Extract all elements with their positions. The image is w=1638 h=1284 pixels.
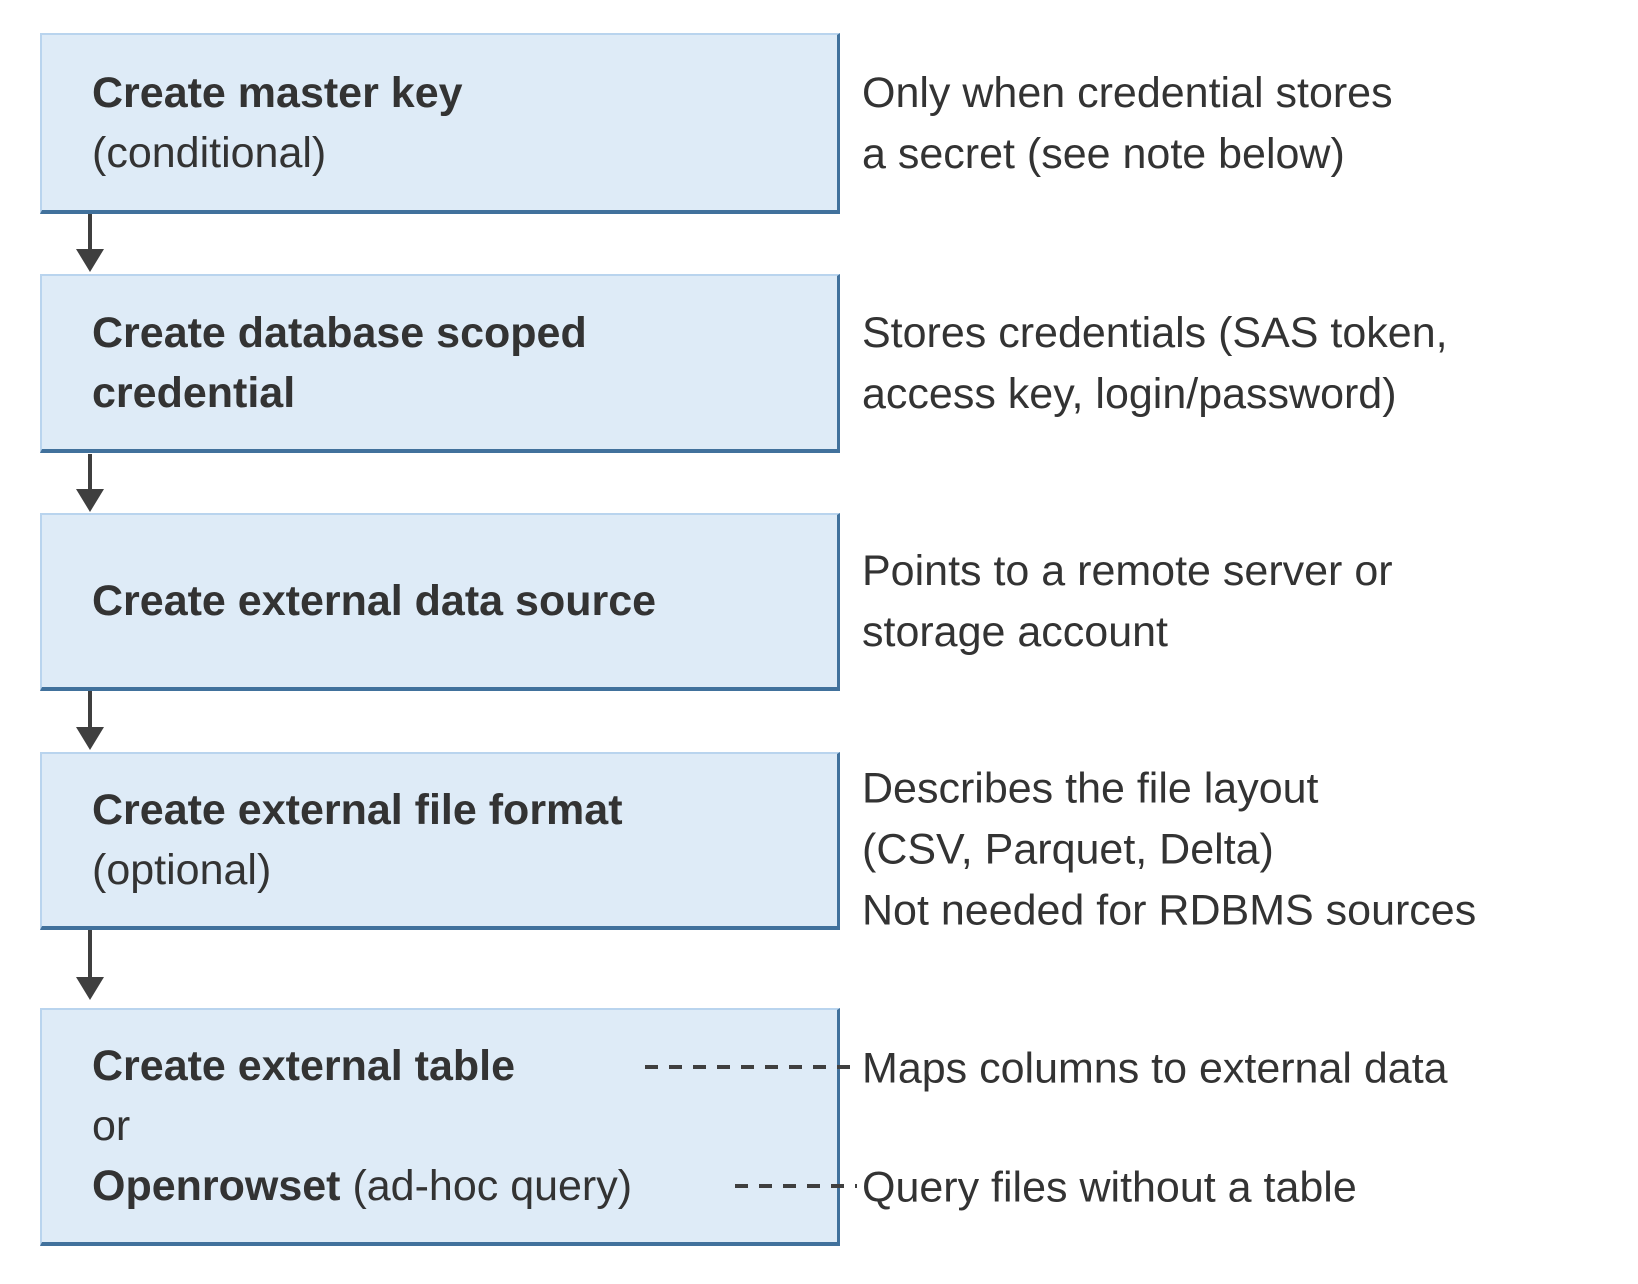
annotation-line: storage account xyxy=(862,608,1168,656)
annotation-line: Describes the file layout xyxy=(862,764,1319,813)
annotation-master-key: Only when credential stores a secret (se… xyxy=(862,63,1393,185)
step-option-2-qualifier: (ad-hoc query) xyxy=(340,1162,633,1210)
flow-arrow-stem xyxy=(88,930,92,978)
step-box-create-master-key: Create master key (conditional) xyxy=(40,33,840,214)
annotation-line: access key, login/password) xyxy=(862,370,1397,418)
step-qualifier: (optional) xyxy=(92,846,272,894)
annotation-line: Points to a remote server or xyxy=(862,547,1393,595)
step-title: Create database scoped xyxy=(92,308,587,357)
step-connector-word: or xyxy=(92,1102,131,1150)
annotation-line: a secret (see note below) xyxy=(862,130,1345,178)
step-box-create-external-data-source: Create external data source xyxy=(40,513,840,691)
annotation-line: (CSV, Parquet, Delta) xyxy=(862,825,1274,874)
flow-arrow-head xyxy=(76,489,104,512)
step-title: Create external file format xyxy=(92,786,623,834)
flow-arrow-stem xyxy=(88,691,92,728)
annotation-line: Query files without a table xyxy=(862,1163,1357,1212)
step-title: Create external data source xyxy=(92,577,657,625)
annotation-openrowset: Query files without a table xyxy=(862,1158,1357,1219)
flow-arrow-head xyxy=(76,249,104,272)
annotation-line: Not needed for RDBMS sources xyxy=(862,886,1477,935)
step-option-1: Create external table xyxy=(92,1042,516,1090)
step-qualifier: (conditional) xyxy=(92,128,327,177)
annotation-data-source: Points to a remote server or storage acc… xyxy=(862,541,1393,663)
step-option-2: Openrowset (ad-hoc query) xyxy=(92,1156,837,1216)
annotation-line: Stores credentials (SAS token, xyxy=(862,309,1448,357)
step-box-create-database-scoped-credential: Create database scoped credential xyxy=(40,274,840,453)
dashed-connector-openrowset xyxy=(735,1184,857,1188)
step-option-2-keyword: Openrowset xyxy=(92,1162,341,1210)
annotation-line: Maps columns to external data xyxy=(862,1044,1448,1093)
step-title: credential xyxy=(92,368,296,417)
annotation-scoped-credential: Stores credentials (SAS token, access ke… xyxy=(862,303,1448,425)
step-box-create-external-file-format: Create external file format (optional) xyxy=(40,752,840,930)
flow-arrow-head xyxy=(76,727,104,750)
flow-arrow-head xyxy=(76,977,104,1000)
step-title: Create master key xyxy=(92,68,463,117)
flow-arrow-stem xyxy=(88,454,92,490)
annotation-file-format: Describes the file layout (CSV, Parquet,… xyxy=(862,759,1476,942)
annotation-line: Only when credential stores xyxy=(862,69,1393,117)
step-box-create-external-table-or-openrowset: Create external table or Openrowset (ad-… xyxy=(40,1008,840,1246)
annotation-external-table: Maps columns to external data xyxy=(862,1039,1448,1100)
flow-arrow-stem xyxy=(88,214,92,250)
dashed-connector-external-table xyxy=(645,1065,857,1069)
